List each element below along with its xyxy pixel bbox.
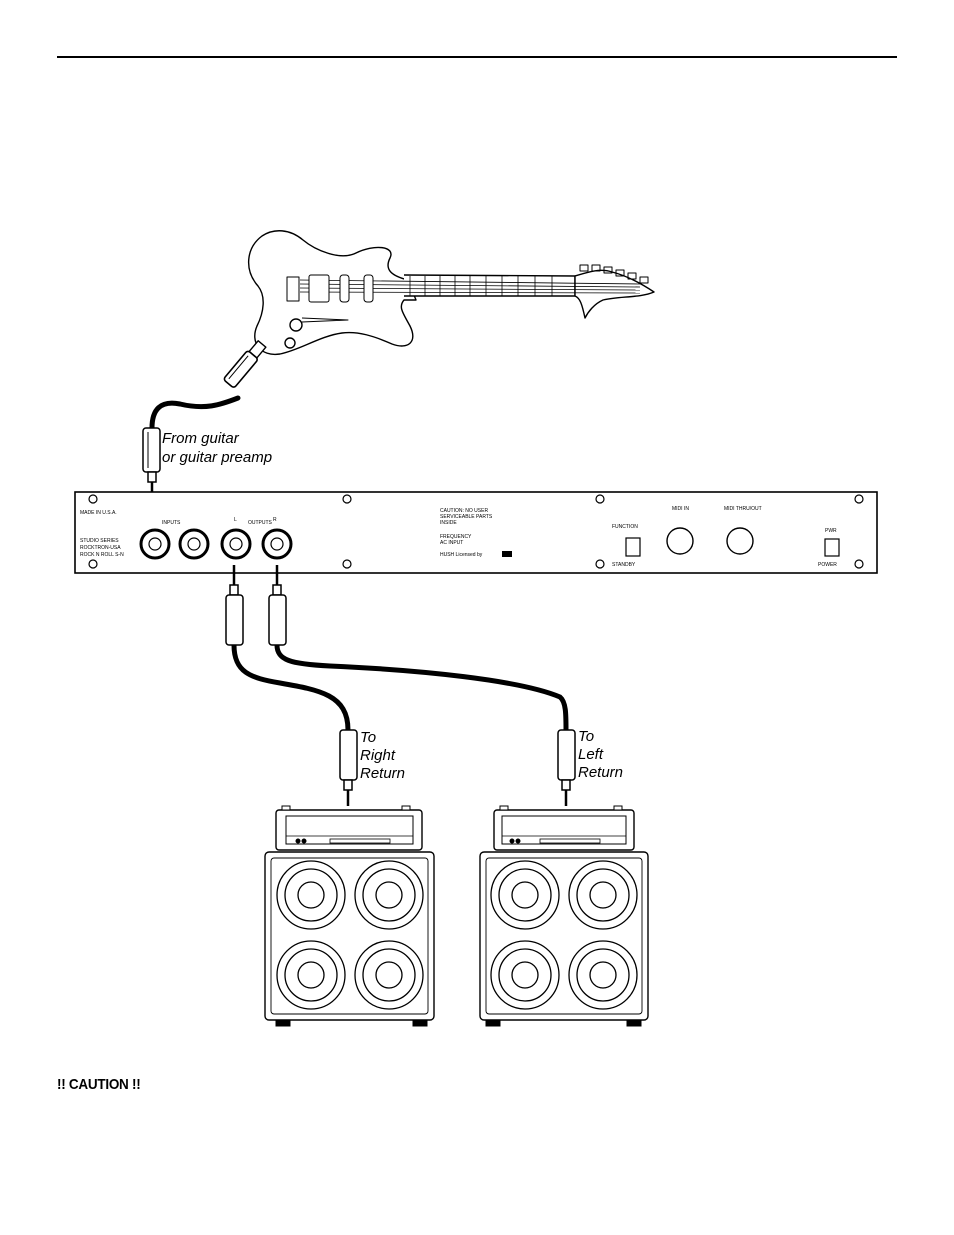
footswitch-button — [625, 537, 641, 557]
pickguard-line — [301, 317, 349, 323]
series-text-1: STUDIO SERIES — [80, 538, 119, 544]
top-rule — [57, 56, 897, 58]
made-in-text: MADE IN U.S.A. — [80, 510, 117, 516]
left-return-label-3: Return — [578, 764, 623, 781]
freq-text-1: FREQUENCY — [440, 534, 472, 540]
rack-screws — [88, 494, 864, 569]
inputs-label: INPUTS — [162, 520, 181, 526]
hush-logo — [502, 551, 512, 557]
fret-lines — [299, 276, 641, 296]
from-guitar-label: From guitar — [162, 430, 240, 447]
freq-text-2: AC INPUT — [440, 540, 463, 546]
midi-thru-label: MIDI THRU/OUT — [724, 506, 762, 512]
guitar-plug — [223, 340, 267, 388]
caution-panel-3: INSIDE — [440, 520, 457, 526]
tuning-pegs — [579, 264, 649, 284]
power-switch — [824, 538, 840, 557]
footswitch-sub: STANDBY — [612, 562, 636, 568]
midi-thru-port — [726, 527, 754, 555]
pickups — [286, 274, 374, 303]
right-return-label-1: To — [360, 729, 376, 746]
series-text-2: ROCKTRON-USA — [80, 545, 121, 551]
caution-panel-1: CAUTION: NO USER — [440, 508, 488, 514]
right-return-label-2: Right — [360, 747, 396, 764]
jacks — [139, 528, 293, 560]
tone-knob — [284, 337, 296, 349]
caution-panel-2: SERVICEABLE PARTS — [440, 514, 493, 520]
amp-left — [479, 805, 649, 1027]
hush-text: HUSH Licensed by — [440, 552, 483, 558]
input-plug — [142, 427, 161, 498]
guitar — [149, 230, 655, 431]
output-plugs-bottom — [339, 729, 576, 806]
output-plugs-top — [225, 565, 287, 646]
rack-unit: MADE IN U.S.A. STUDIO SERIES ROCKTRON-US… — [74, 491, 878, 574]
series-text-3: ROCK N ROLL S-N — [80, 552, 124, 558]
caution-heading: !! CAUTION !! — [57, 1076, 141, 1093]
power-label: PWR — [825, 528, 837, 534]
output-r-label: R — [273, 517, 277, 523]
guitar-headstock — [574, 269, 655, 319]
left-return-label-1: To — [578, 728, 594, 745]
right-return-label-3: Return — [360, 765, 405, 782]
power-sub: POWER — [818, 562, 837, 568]
outputs-label: OUTPUTS — [248, 520, 273, 526]
output-cables — [231, 642, 569, 733]
midi-in-label: MIDI IN — [672, 506, 689, 512]
volume-knob — [289, 318, 303, 332]
footswitch-label: FUNCTION — [612, 524, 638, 530]
from-guitar-label-2: or guitar preamp — [162, 449, 272, 466]
left-return-label-2: Left — [578, 746, 604, 763]
output-l-label: L — [234, 517, 237, 523]
amp-right — [264, 805, 435, 1027]
midi-in-port — [666, 527, 694, 555]
guitar-cable — [149, 395, 241, 431]
